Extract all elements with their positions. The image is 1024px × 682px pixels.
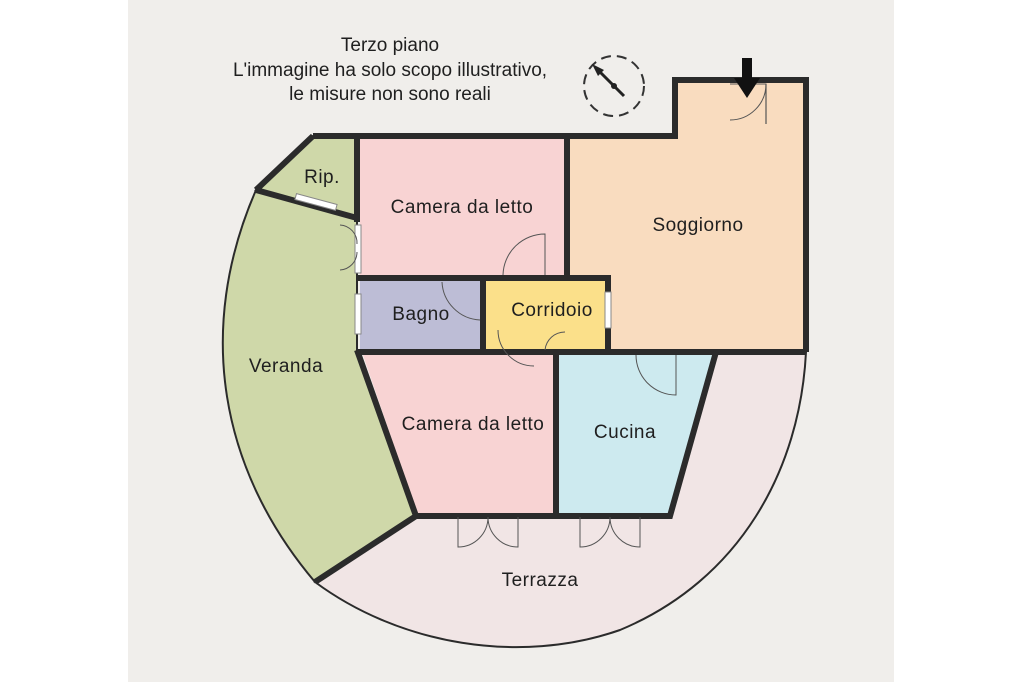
label-corridoio: Corridoio (511, 300, 593, 321)
room-camera2 (362, 352, 556, 516)
room-terrazza (313, 351, 808, 649)
note-line-1: Terzo piano (341, 35, 439, 56)
note-line-3: le misure non sono reali (289, 84, 491, 105)
windows (294, 193, 612, 335)
room-veranda (221, 188, 418, 584)
label-bagno: Bagno (392, 304, 449, 325)
entrance-arrow-icon (734, 58, 760, 98)
room-labels: Rip. Camera da letto Soggiorno Bagno Cor… (249, 167, 743, 591)
label-terrazza: Terrazza (502, 570, 579, 591)
label-cucina: Cucina (594, 422, 656, 443)
label-veranda: Veranda (249, 356, 323, 377)
header-note: Terzo piano L'immagine ha solo scopo ill… (233, 35, 547, 105)
note-line-2: L'immagine ha solo scopo illustrativo, (233, 60, 547, 81)
label-camera2: Camera da letto (402, 414, 545, 435)
compass-icon (583, 55, 645, 117)
doors (339, 83, 767, 548)
room-corridoio (484, 280, 608, 350)
label-soggiorno: Soggiorno (652, 215, 743, 236)
room-camera1 (360, 137, 567, 277)
room-soggiorno (567, 80, 806, 352)
room-cucina (557, 354, 714, 514)
label-rip: Rip. (304, 167, 340, 188)
label-camera1: Camera da letto (391, 197, 534, 218)
